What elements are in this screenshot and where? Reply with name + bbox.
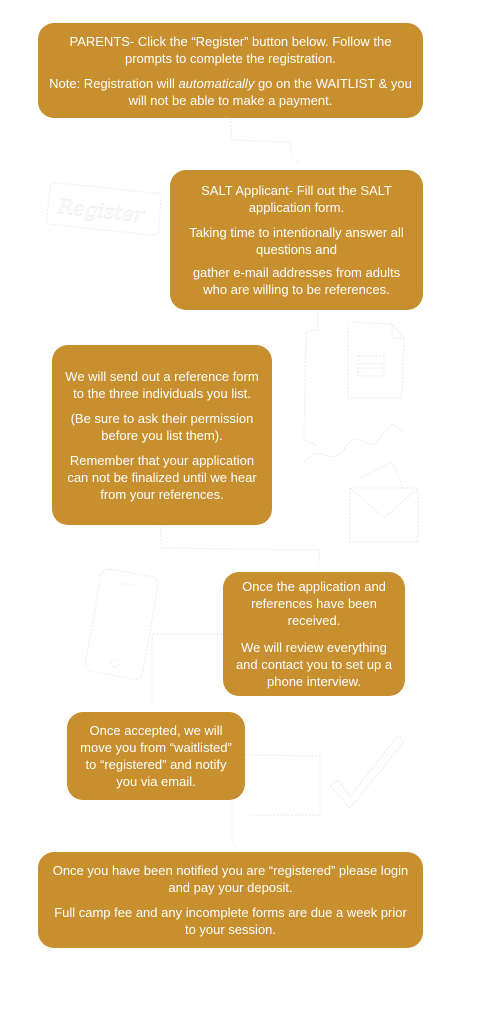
step-3-text-3: Remember that your application can not b… <box>67 452 257 502</box>
step-6-text: Once you have been notified you are “reg… <box>52 863 409 895</box>
step-3-text: We will send out a reference form to the… <box>65 368 259 401</box>
step-6-text-2: Full camp fee and any incomplete forms a… <box>54 905 407 937</box>
step-3-box: We will send out a reference form to the… <box>52 345 272 525</box>
step-1-box: PARENTS- Click the “Register” button bel… <box>38 23 423 118</box>
step-4-text-2: We will review everything and contact yo… <box>235 640 393 689</box>
step-2-box: SALT Applicant- Fill out the SALT applic… <box>170 170 423 310</box>
step-1-note: Note: Registration will automatically go… <box>49 75 412 108</box>
step-5-box: Once accepted, we will move you from “wa… <box>67 712 245 800</box>
step-2-text-2: Taking time to intentionally answer all … <box>189 225 404 257</box>
step-6-box: Once you have been notified you are “reg… <box>38 852 423 948</box>
step-1-text: PARENTS- Click the “Register” button bel… <box>69 33 392 66</box>
step-4-text: Once the application and references have… <box>242 579 386 628</box>
step-2-text: SALT Applicant- Fill out the SALT applic… <box>201 183 392 215</box>
step-2-text-3: gather e-mail addresses from adults who … <box>192 265 401 297</box>
step-3-text-2: (Be sure to ask their permission before … <box>70 410 254 443</box>
step-4-box: Once the application and references have… <box>223 572 405 696</box>
step-5-text: Once accepted, we will move you from “wa… <box>80 723 232 789</box>
